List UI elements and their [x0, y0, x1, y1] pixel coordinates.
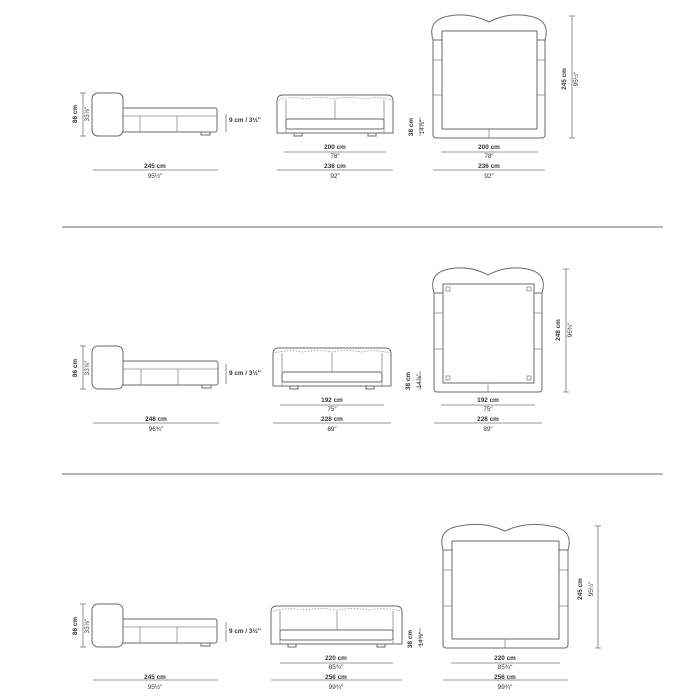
top-outer-cm-label: 228 cm	[477, 416, 499, 423]
top-outer-cm-label: 256 cm	[494, 674, 516, 681]
clearance-label: 9 cm / 3½″	[229, 627, 261, 635]
top-outer-in-label: 89″	[483, 426, 493, 433]
top-outer-in-label: 92″	[484, 173, 494, 180]
top-length-in-label: 95½″	[572, 71, 580, 86]
variant-1: 86 cm 33⅞″ 245 cm 95½″ 9 cm / 3½″ 200 cm…	[72, 14, 580, 180]
side-view	[80, 603, 227, 681]
front-height-cm-label: 38 cm	[405, 372, 412, 390]
top-length-cm-label: 245 cm	[577, 578, 584, 600]
top-outer-cm-label: 236 cm	[478, 163, 500, 170]
front-inner-in-label: 85¾″	[329, 664, 344, 671]
front-outer-cm-label: 256 cm	[325, 674, 347, 681]
top-length-in-label: 95½″	[587, 581, 595, 596]
front-height-cm-label: 38 cm	[407, 630, 414, 648]
side-length-in-label: 95½″	[148, 683, 163, 691]
side-length-cm-label: 248 cm	[145, 416, 167, 423]
side-length-cm-label: 245 cm	[144, 163, 166, 170]
variant-3: 86 cm 33⅞″ 245 cm 95½″ 9 cm / 3½″ 220 cm…	[72, 523, 601, 691]
front-height-in-label: 14⅞″	[419, 119, 426, 134]
side-length-in-label: 95½″	[148, 172, 163, 180]
top-inner-cm-label: 220 cm	[494, 655, 516, 662]
front-inner-cm-label: 200 cm	[324, 144, 346, 151]
front-inner-cm-label: 192 cm	[321, 397, 343, 404]
top-inner-cm-label: 200 cm	[478, 144, 500, 151]
side-length-cm-label: 245 cm	[144, 674, 166, 681]
front-outer-cm-label: 228 cm	[321, 416, 343, 423]
top-inner-in-label: 78″	[484, 153, 494, 160]
front-inner-in-label: 75″	[327, 406, 337, 413]
front-height-cm-label: 38 cm	[408, 118, 415, 136]
side-view	[80, 345, 227, 424]
front-outer-in-label: 99¾″	[329, 684, 344, 691]
top-length-in-label: 96¾″	[567, 322, 574, 337]
clearance-label: 9 cm / 3½″	[229, 116, 261, 124]
top-inner-in-label: 85¾″	[498, 664, 513, 671]
front-view	[276, 94, 421, 171]
top-length-cm-label: 248 cm	[555, 319, 562, 341]
clearance-label: 9 cm / 3½″	[229, 369, 261, 377]
front-outer-cm-label: 236 cm	[324, 163, 346, 170]
front-outer-in-label: 89″	[327, 426, 337, 433]
front-height-in-label: 14⅞″	[416, 373, 423, 388]
top-view	[431, 14, 575, 171]
side-height-cm-label: 86 cm	[72, 617, 79, 635]
top-inner-cm-label: 192 cm	[477, 397, 499, 404]
side-height-in-label: 33⅞″	[84, 618, 91, 633]
top-length-cm-label: 245 cm	[561, 68, 568, 90]
top-outer-in-label: 99¾″	[498, 684, 513, 691]
side-length-in-label: 96¾″	[149, 426, 164, 433]
front-inner-in-label: 78″	[330, 153, 340, 160]
front-outer-in-label: 92″	[330, 173, 340, 180]
side-view	[80, 92, 227, 171]
side-height-in-label: 33⅞″	[84, 360, 91, 375]
front-height-in-label: 14⅞″	[418, 631, 425, 646]
top-view	[441, 523, 601, 681]
variant-2: 86 cm 33⅞″ 248 cm 96¾″ 9 cm / 3½″ 192 cm…	[72, 267, 574, 433]
top-inner-in-label: 75″	[483, 406, 493, 413]
front-inner-cm-label: 220 cm	[325, 655, 347, 662]
side-height-in-label: 33⅞″	[84, 106, 91, 121]
side-height-cm-label: 86 cm	[72, 105, 79, 123]
front-view	[272, 347, 421, 424]
side-height-cm-label: 86 cm	[72, 359, 79, 377]
front-view	[270, 605, 421, 681]
top-view	[432, 267, 569, 424]
